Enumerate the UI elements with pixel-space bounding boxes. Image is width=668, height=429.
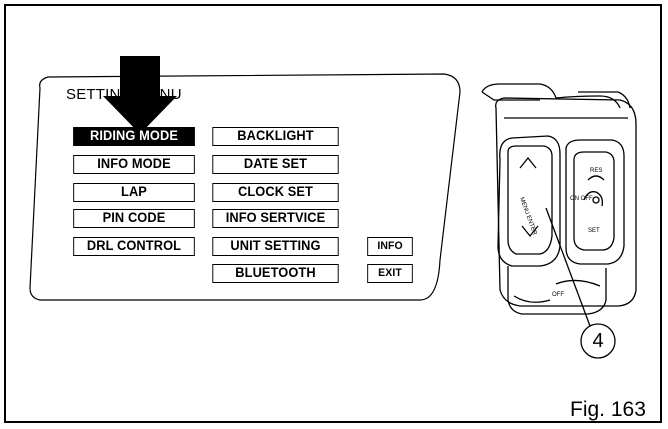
- exit-button[interactable]: EXIT: [367, 264, 413, 283]
- callout-number-4: 4: [592, 330, 604, 352]
- info-button[interactable]: INFO: [367, 237, 413, 256]
- off-label: OFF: [552, 292, 564, 298]
- on-off-label: ON OFF: [570, 196, 593, 202]
- unit-setting-button[interactable]: UNIT SETTING: [212, 237, 339, 256]
- menu-enter-label: MENU ENTER: [518, 197, 537, 237]
- set-label: SET: [588, 228, 600, 234]
- lap-button[interactable]: LAP: [73, 183, 195, 202]
- riding-mode-button[interactable]: RIDING MODE: [73, 127, 195, 146]
- pin-code-button[interactable]: PIN CODE: [73, 209, 195, 228]
- drl-control-button[interactable]: DRL CONTROL: [73, 237, 195, 256]
- info-mode-button[interactable]: INFO MODE: [73, 155, 195, 174]
- figure-label: Fig. 163: [570, 398, 646, 421]
- bluetooth-button[interactable]: BLUETOOTH: [212, 264, 339, 283]
- clock-set-button[interactable]: CLOCK SET: [212, 183, 339, 202]
- res-label: RES: [590, 168, 602, 174]
- info-service-button[interactable]: INFO SERTVICE: [212, 209, 339, 228]
- date-set-button[interactable]: DATE SET: [212, 155, 339, 174]
- backlight-button[interactable]: BACKLIGHT: [212, 127, 339, 146]
